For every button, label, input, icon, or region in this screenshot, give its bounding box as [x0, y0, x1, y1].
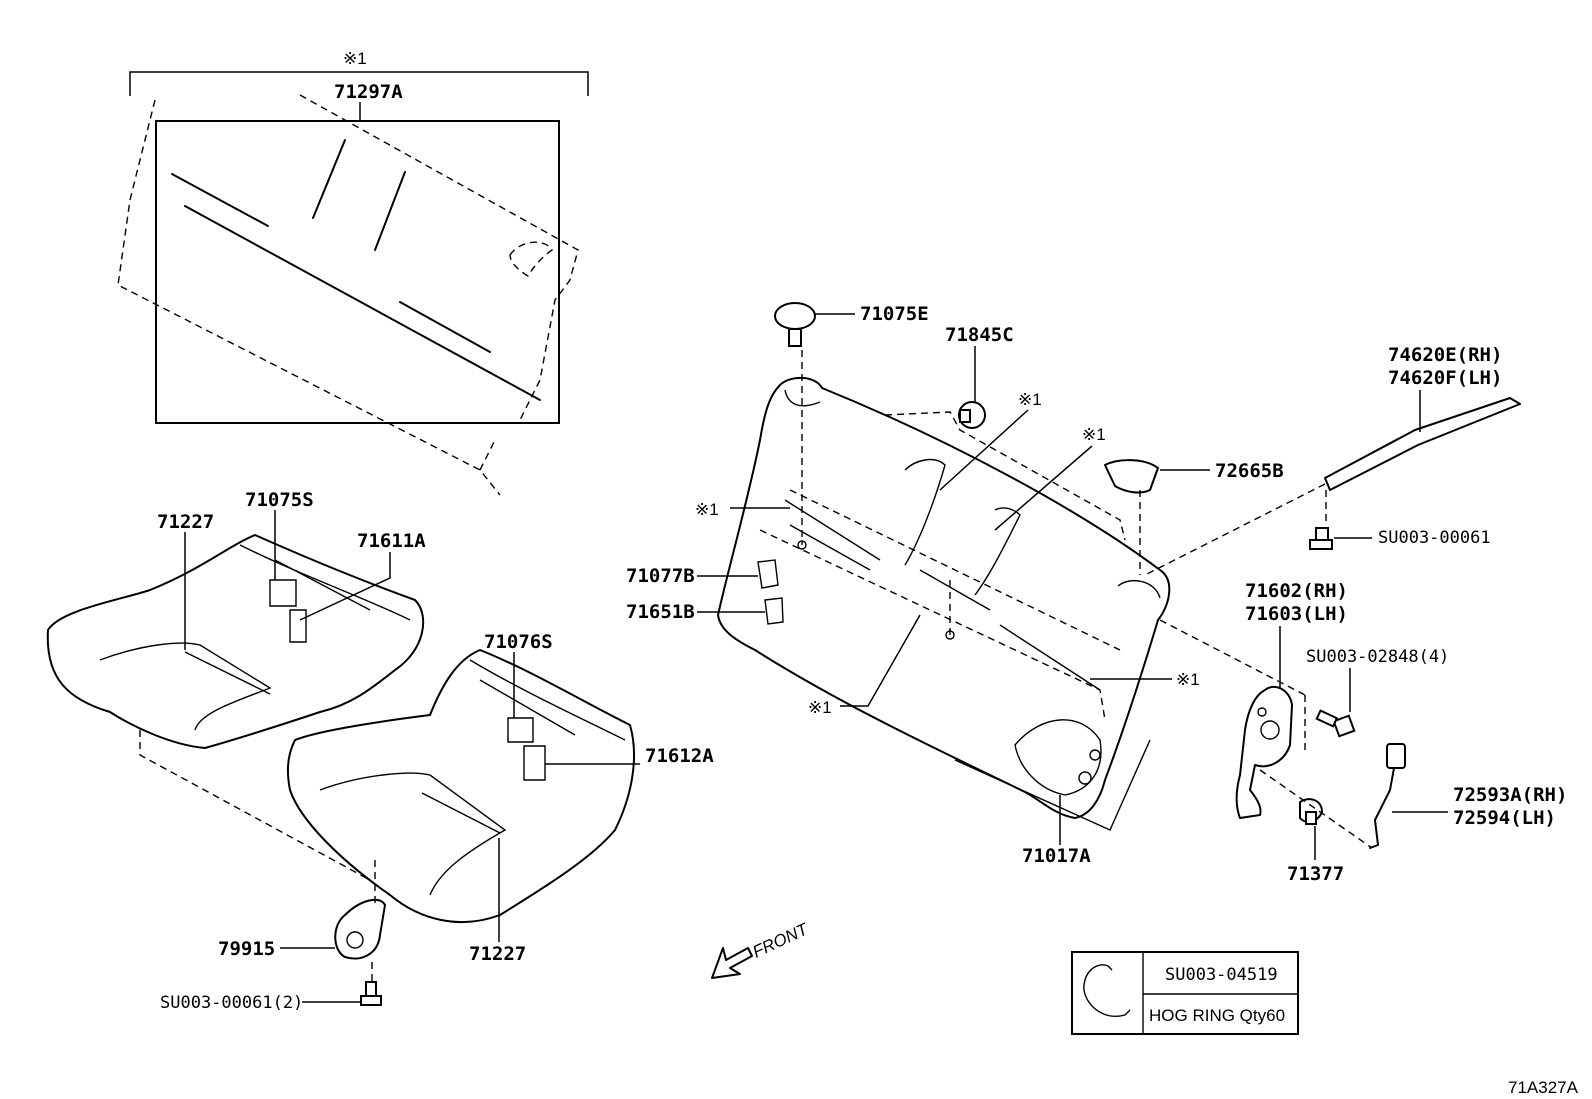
label-71611A[interactable]: 71611A: [357, 530, 426, 552]
legend-frame: [1071, 951, 1299, 1035]
seat-back-pad-frame: [155, 120, 560, 424]
seat-back-pad-assembly: ※1 71297A: [117, 49, 589, 496]
label-71075E[interactable]: 71075E: [860, 303, 929, 325]
label-su003-00061-2[interactable]: SU003-00061(2): [160, 993, 303, 1013]
seam-left: [184, 651, 271, 695]
bolt-su003-02848: [1315, 709, 1356, 738]
label-72594[interactable]: 72594(LH): [1453, 807, 1556, 829]
seat-back-recess: [1014, 719, 1102, 796]
diagram-id: 71A327A: [1508, 1078, 1579, 1097]
note-mark-b: ※1: [1082, 425, 1106, 444]
note-mark-d: ※1: [808, 698, 832, 717]
hog-ring-legend: SU003-04519 HOG RING Qty60: [1071, 951, 1299, 1035]
hog-ring-icon: [1083, 964, 1131, 1018]
grommet-71845C: [958, 401, 986, 429]
label-71077B[interactable]: 71077B: [626, 565, 695, 587]
seat-back-outline: [117, 94, 579, 496]
label-71603[interactable]: 71603(LH): [1245, 603, 1348, 625]
hog-ring-wires: [171, 139, 541, 401]
note-mark-a: ※1: [1018, 390, 1042, 409]
note-mark-e: ※1: [1176, 670, 1200, 689]
bracket-79915: [334, 860, 386, 985]
seat-cushion-right: [139, 649, 636, 924]
note-mark-top: ※1: [343, 49, 367, 68]
label-71075S[interactable]: 71075S: [245, 489, 314, 511]
pad-71077B: [757, 559, 779, 589]
label-71227-right[interactable]: 71227: [469, 943, 526, 965]
pad-71076S: [507, 717, 534, 743]
cover-72665B: [1104, 459, 1159, 575]
seat-back-assembly: [717, 350, 1171, 831]
label-72665B[interactable]: 72665B: [1215, 460, 1284, 482]
clip-71075E: [774, 302, 816, 347]
lock-71602: [1159, 619, 1306, 819]
label-71602[interactable]: 71602(RH): [1245, 580, 1348, 602]
label-71845C[interactable]: 71845C: [945, 324, 1014, 346]
label-71076S[interactable]: 71076S: [484, 631, 553, 653]
front-label: FRONT: [750, 919, 813, 962]
label-su003-00061[interactable]: SU003-00061: [1378, 528, 1491, 548]
label-72593A[interactable]: 72593A(RH): [1453, 784, 1567, 806]
bolt-su003-00061-bottom: [360, 981, 382, 1006]
bar-74620: [1144, 397, 1521, 576]
bolt-su003-00061: [1309, 527, 1333, 550]
label-71377[interactable]: 71377: [1287, 863, 1344, 885]
label-71227-left[interactable]: 71227: [157, 511, 214, 533]
clip-71377: [1299, 798, 1323, 825]
pad-71075S: [269, 579, 297, 607]
seam-right: [421, 792, 501, 834]
seat-cushion-left: [46, 534, 425, 749]
label-71017A[interactable]: 71017A: [1022, 845, 1091, 867]
label-71297A[interactable]: 71297A: [334, 81, 403, 103]
pad-71612A: [523, 745, 546, 781]
label-74620E[interactable]: 74620E(RH): [1388, 344, 1502, 366]
pad-71611A: [289, 609, 307, 643]
label-71612A[interactable]: 71612A: [645, 745, 714, 767]
seat-back-body: [717, 376, 1171, 819]
label-71651B[interactable]: 71651B: [626, 601, 695, 623]
front-arrow-icon: [711, 947, 753, 979]
bracket-71297A: [129, 71, 589, 96]
label-79915[interactable]: 79915: [218, 938, 275, 960]
label-74620F[interactable]: 74620F(LH): [1388, 367, 1502, 389]
label-su003-02848[interactable]: SU003-02848(4): [1306, 647, 1449, 667]
pad-71651B: [764, 597, 784, 625]
legend-description: HOG RING Qty60: [1149, 1006, 1285, 1025]
front-arrow: FRONT: [711, 919, 813, 979]
rod-72593: [1259, 743, 1406, 849]
note-mark-c: ※1: [695, 500, 719, 519]
legend-part-no: SU003-04519: [1165, 965, 1278, 985]
